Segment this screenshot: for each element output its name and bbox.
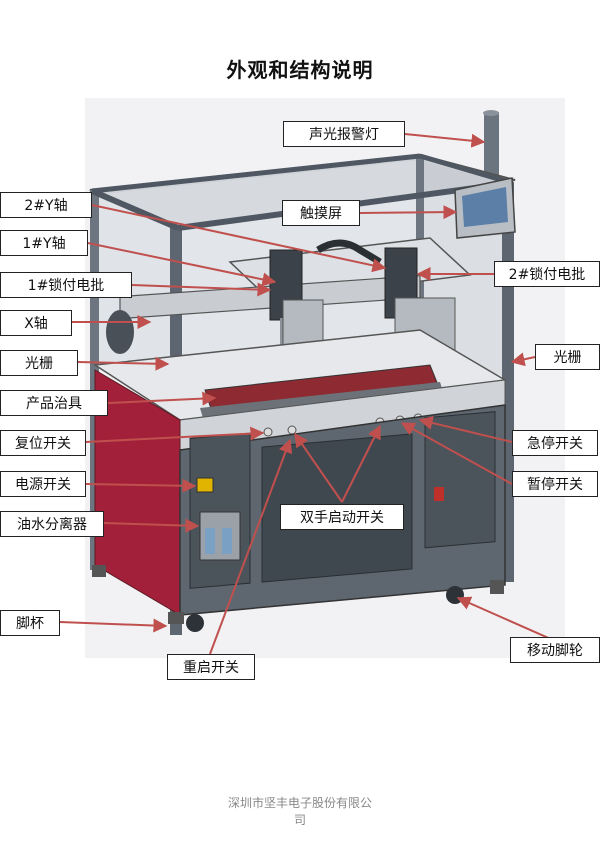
callout-caster: 移动脚轮 [510, 637, 600, 663]
page-title: 外观和结构说明 [226, 58, 374, 82]
arrow-driver1 [131, 282, 272, 297]
callout-reset-switch: 复位开关 [0, 430, 86, 456]
arrow-reset [85, 426, 265, 443]
cabinet-door-left [189, 432, 251, 589]
caster-left [186, 614, 204, 632]
arrow-foot-cup [59, 618, 168, 633]
callout-light-curtain-left: 光栅 [0, 350, 78, 376]
foot-cup-left-front [168, 612, 184, 624]
arrow-power [85, 478, 197, 493]
arrow-y2-axis [91, 204, 387, 273]
arrow-light-curtain-right [510, 352, 536, 367]
separator-bowl-1 [205, 528, 215, 554]
callout-y2-axis: 2#Y轴 [0, 192, 92, 218]
touch-screen-display [462, 187, 508, 227]
arrow-light-curtain-left [77, 356, 170, 371]
footer: 深圳市坚丰电子股份有限公 司 [0, 795, 600, 829]
separator-bowl-2 [222, 528, 232, 554]
foot-cup-left-back [92, 565, 106, 577]
arrow-touch-screen [359, 205, 458, 220]
callout-oil-water-separator: 油水分离器 [0, 511, 104, 537]
callout-y1-axis: 1#Y轴 [0, 230, 88, 256]
frame-beam-top-right [419, 153, 513, 186]
callout-x-axis: X轴 [0, 310, 72, 336]
callout-light-curtain-right: 光栅 [535, 344, 600, 370]
alarm-light-tower [484, 112, 499, 182]
footer-company-line2: 司 [293, 813, 306, 827]
callout-driver1: 1#锁付电批 [0, 272, 132, 298]
cabinet-door-right [424, 411, 496, 549]
frame-beam-top-back [91, 153, 421, 194]
power-switch-box [196, 477, 214, 493]
arrow-pause [400, 422, 513, 485]
footer-company-line1: 深圳市坚丰电子股份有限公 [227, 796, 372, 810]
callout-two-hand-start: 双手启动开关 [280, 504, 404, 530]
arrow-restart [209, 438, 293, 655]
arrow-separator [103, 518, 200, 533]
arrow-alarm-light [404, 133, 486, 148]
callout-fixture: 产品治具 [0, 390, 108, 416]
arrow-fixture [107, 391, 217, 406]
pause-indicator [434, 487, 444, 501]
cable-chain [316, 239, 382, 266]
callout-pause-switch: 暂停开关 [512, 471, 598, 497]
callout-foot-cup: 脚杯 [0, 610, 60, 636]
arrow-two-hand-1 [294, 432, 343, 503]
alarm-light-top [483, 110, 499, 116]
arrow-emergency [418, 416, 513, 443]
foot-cup-right [490, 580, 504, 594]
x-axis-motor [106, 310, 134, 354]
callout-restart-switch: 重启开关 [167, 654, 255, 680]
button-1 [263, 427, 273, 437]
arrow-caster [456, 596, 554, 641]
button-2 [287, 425, 297, 435]
callout-emergency-stop: 急停开关 [512, 430, 598, 456]
callout-power-switch: 电源开关 [0, 471, 86, 497]
callout-driver2: 2#锁付电批 [494, 261, 600, 287]
frame-beam-top-left [90, 188, 180, 231]
arrow-two-hand-2 [341, 424, 381, 503]
callout-alarm-light: 声光报警灯 [283, 121, 405, 147]
arrow-y1-axis [87, 242, 277, 287]
callout-touch-screen: 触摸屏 [282, 200, 360, 226]
caster-right [446, 586, 464, 604]
